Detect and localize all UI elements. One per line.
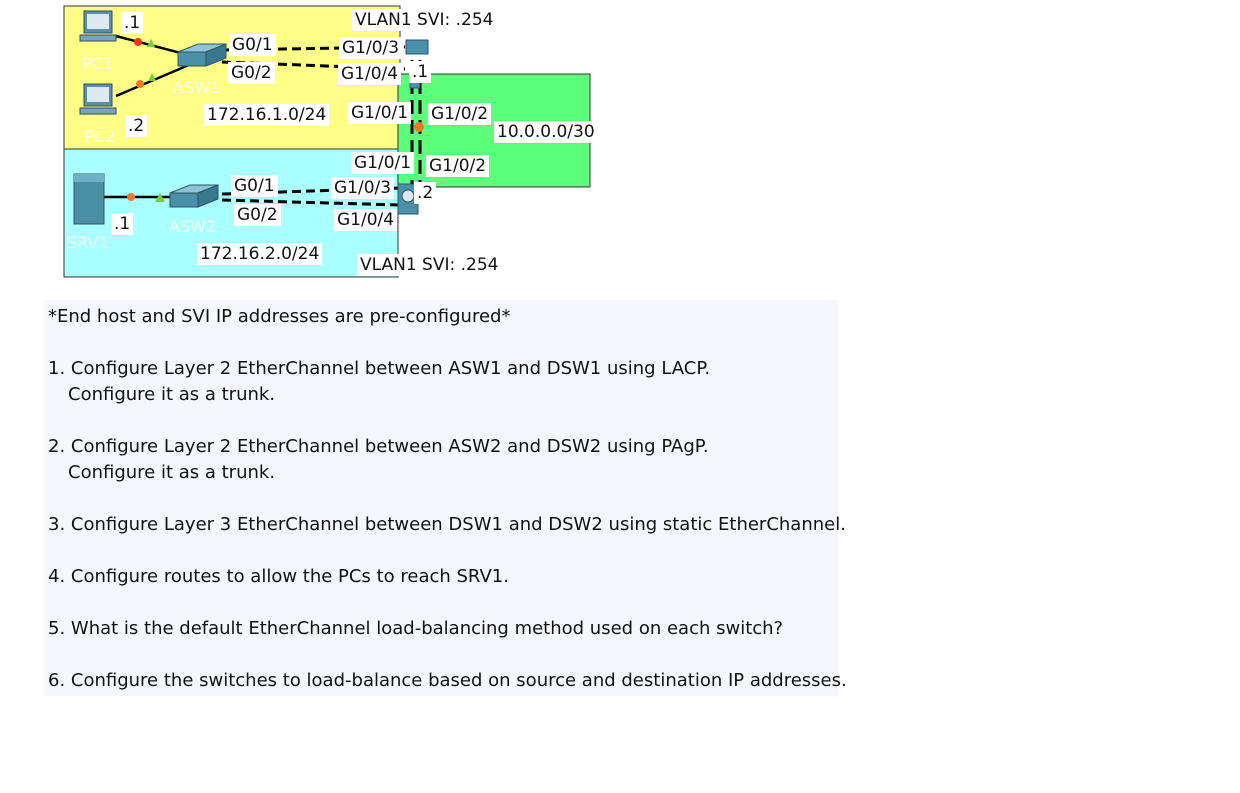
asw2-switch-icon[interactable] bbox=[169, 184, 219, 208]
vlan1-svi-bottom-label: VLAN1 SVI: .254 bbox=[357, 254, 502, 276]
dsw2-switch-icon[interactable] bbox=[397, 183, 419, 215]
subnet-10-0-0-label: 10.0.0.0/30 bbox=[494, 121, 598, 143]
subnet-172-16-2-label: 172.16.2.0/24 bbox=[197, 243, 323, 265]
pc2-name: PC2 bbox=[84, 127, 115, 146]
link-pc2-asw1 bbox=[115, 60, 197, 98]
asw2-g01-label: G0/1 bbox=[231, 175, 278, 197]
task-5-text: 5. What is the default EtherChannel load… bbox=[48, 618, 784, 639]
pc1-name: PC1 bbox=[82, 54, 113, 73]
task-6-text: 6. Configure the switches to load-balanc… bbox=[48, 670, 847, 691]
pc1-icon[interactable] bbox=[79, 10, 117, 42]
asw1-name: ASW1 bbox=[173, 78, 221, 97]
asw1-switch-icon[interactable] bbox=[177, 43, 227, 67]
link-srv1-asw2 bbox=[104, 193, 172, 202]
dsw2-g104-label: G1/0/4 bbox=[334, 209, 398, 231]
dsw2-g102-label: G1/0/2 bbox=[426, 155, 490, 177]
task-4-text: 4. Configure routes to allow the PCs to … bbox=[48, 566, 509, 587]
dsw2-g101-label: G1/0/1 bbox=[351, 152, 415, 174]
preconfigured-note: *End host and SVI IP addresses are pre-c… bbox=[48, 306, 511, 327]
pc1-ip-label: .1 bbox=[121, 12, 144, 34]
task-2-subtext: Configure it as a trunk. bbox=[68, 462, 276, 483]
srv1-server-icon[interactable] bbox=[73, 173, 105, 225]
task-2-text: 2. Configure Layer 2 EtherChannel betwee… bbox=[48, 436, 709, 457]
dsw1-g102-label: G1/0/2 bbox=[428, 103, 492, 125]
task-3-text: 3. Configure Layer 3 EtherChannel betwee… bbox=[48, 514, 846, 535]
vlan1-svi-top-label: VLAN1 SVI: .254 bbox=[352, 9, 497, 31]
dsw2-ip-label: .2 bbox=[414, 182, 437, 204]
pc2-icon[interactable] bbox=[79, 83, 117, 115]
asw1-g02-label: G0/2 bbox=[228, 62, 275, 84]
task-1-subtext: Configure it as a trunk. bbox=[68, 384, 276, 405]
dsw2-g103-label: G1/0/3 bbox=[331, 177, 395, 199]
dsw1-g103-label: G1/0/3 bbox=[339, 37, 403, 59]
asw2-name: ASW2 bbox=[169, 217, 217, 236]
task-1-text: 1. Configure Layer 2 EtherChannel betwee… bbox=[48, 358, 711, 379]
dsw2-name: DSW2 bbox=[398, 225, 447, 244]
dsw1-g104-label: G1/0/4 bbox=[338, 63, 402, 85]
asw1-g01-label: G0/1 bbox=[229, 34, 276, 56]
dsw1-g101-label: G1/0/1 bbox=[348, 102, 412, 124]
asw2-g02-label: G0/2 bbox=[234, 204, 281, 226]
pc2-ip-label: .2 bbox=[125, 115, 148, 137]
task-instructions-panel: *End host and SVI IP addresses are pre-c… bbox=[44, 300, 847, 696]
dsw1-ip-label: .1 bbox=[409, 61, 432, 83]
srv1-ip-label: .1 bbox=[111, 213, 134, 235]
srv1-name: SRV1 bbox=[67, 233, 109, 252]
subnet-172-16-1-label: 172.16.1.0/24 bbox=[204, 104, 330, 126]
